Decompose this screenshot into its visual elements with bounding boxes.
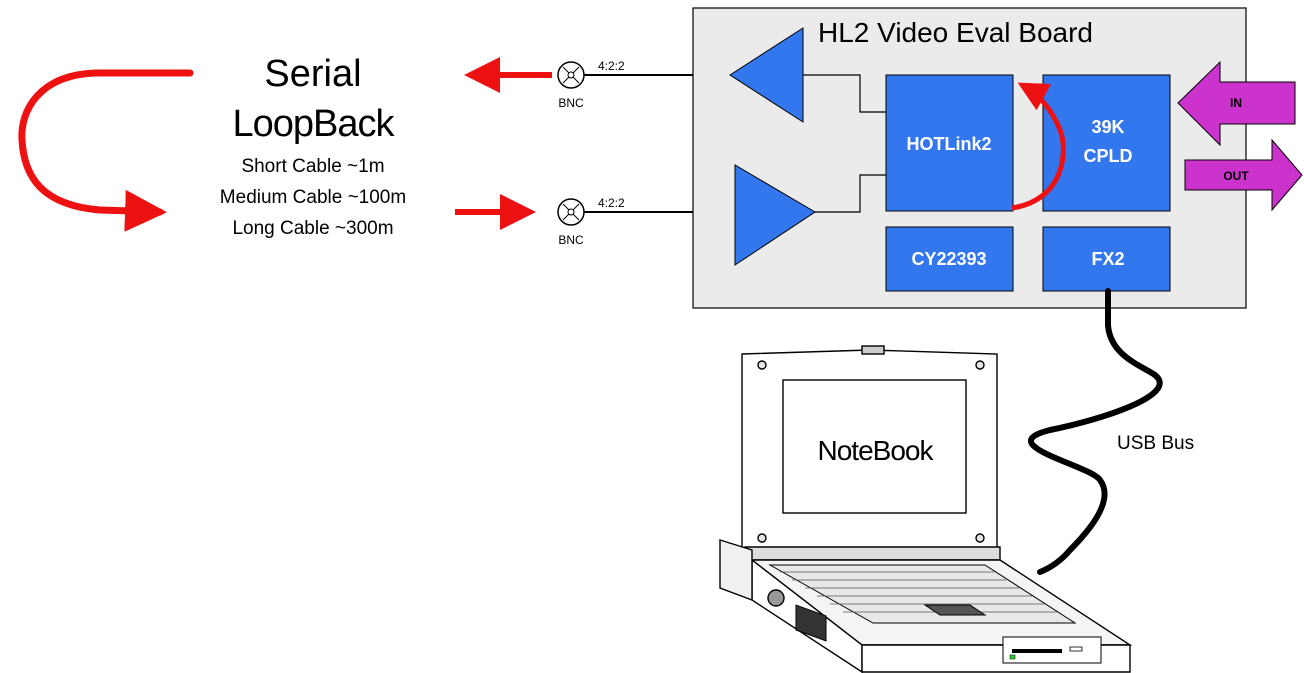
chip-fx2-label: FX2 — [1091, 249, 1124, 269]
usb-cable — [1028, 288, 1163, 575]
loopback-title-line2: LoopBack — [232, 103, 395, 145]
chip-cpld-label-line2: CPLD — [1084, 146, 1133, 166]
internal-loopback-arrow — [1011, 82, 1066, 211]
bnc-connector-bottom: BNC — [557, 198, 585, 247]
notebook-label: NoteBook — [818, 435, 935, 466]
bnc-bottom-label: BNC — [558, 233, 584, 247]
bnc-top-label: BNC — [558, 96, 584, 110]
chip-cy22393 — [885, 226, 1014, 292]
bnc-connector-top: BNC — [557, 61, 585, 110]
usb-bus-label: USB Bus — [1117, 433, 1194, 454]
cable-short-label: Short Cable ~1m — [241, 156, 384, 177]
chip-hotlink2 — [885, 74, 1014, 212]
board-title: HL2 Video Eval Board — [818, 17, 1093, 48]
chip-cy22393-label: CY22393 — [911, 249, 986, 269]
wire-equalizer-to-hotlink — [815, 174, 886, 213]
notebook-computer — [719, 345, 1133, 673]
loopback-cable-arrow — [18, 69, 194, 232]
wire-driver-to-hotlink — [803, 74, 886, 113]
loopback-title-line1: Serial — [264, 53, 361, 95]
serial-loopback: Serial LoopBack Short Cable ~1m Medium C… — [18, 53, 406, 239]
eval-board: HL2 Video Eval Board HOTLink2 39K CPLD C… — [692, 7, 1247, 309]
chip-fx2 — [1042, 226, 1171, 292]
io-out-arrow: OUT — [1184, 138, 1303, 212]
signal-format-top: 4:2:2 — [598, 59, 625, 73]
io-in-arrow: IN — [1177, 60, 1296, 147]
io-in-label: IN — [1230, 96, 1242, 110]
cable-long-label: Long Cable ~300m — [232, 218, 393, 239]
cable-medium-label: Medium Cable ~100m — [220, 187, 406, 208]
cable-equalizer-icon — [734, 164, 816, 266]
chip-hotlink2-label: HOTLink2 — [906, 134, 991, 154]
chip-cpld-label-line1: 39K — [1091, 117, 1124, 137]
notebook-screen — [782, 379, 967, 514]
io-out-label: OUT — [1223, 169, 1249, 183]
signal-format-bottom: 4:2:2 — [598, 196, 625, 210]
